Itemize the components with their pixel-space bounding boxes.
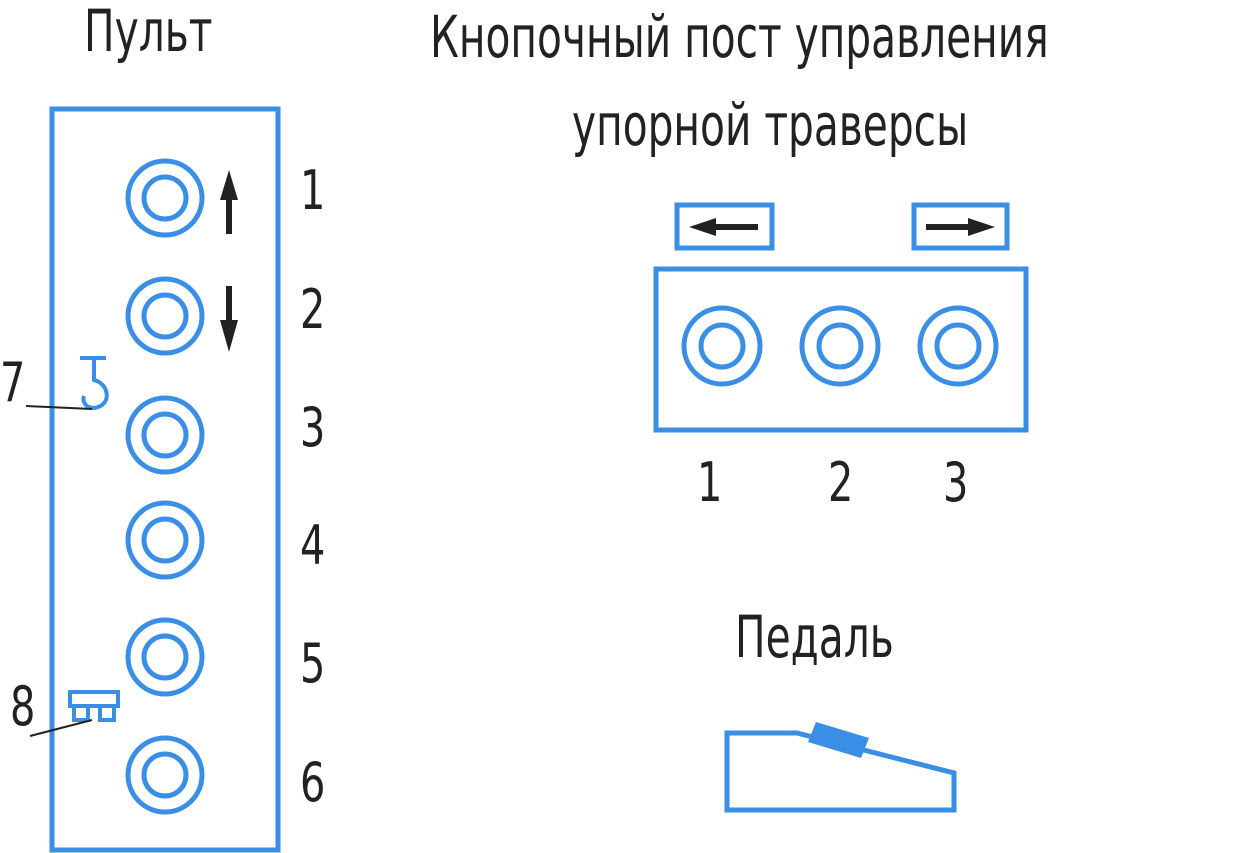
remote-number-2: 2	[300, 278, 326, 341]
remote-title: Пульт	[84, 0, 213, 65]
traverse-button-1[interactable]	[681, 305, 763, 387]
traverse-button-2[interactable]	[799, 305, 881, 387]
arrow-right-icon	[926, 218, 995, 236]
arrow-left-icon	[689, 218, 758, 236]
remote-number-4: 4	[300, 514, 326, 577]
remote-button-1[interactable]	[125, 158, 205, 238]
pedal-icon[interactable]	[724, 722, 957, 813]
traverse-button-3[interactable]	[917, 305, 999, 387]
callout-line-7	[25, 405, 93, 410]
remote-button-4[interactable]	[125, 500, 205, 580]
pedal-title: Педаль	[735, 603, 894, 671]
hook-icon	[80, 356, 109, 411]
remote-panel	[49, 106, 281, 853]
callout-line-8	[29, 719, 93, 737]
traverse-number-3: 3	[943, 451, 969, 514]
callout-7: 7	[0, 351, 26, 414]
remote-button-6[interactable]	[125, 735, 205, 815]
traverse-title-line1: Кнопочный пост управления	[430, 3, 1049, 71]
callout-8: 8	[10, 675, 36, 738]
traverse-number-2: 2	[828, 451, 854, 514]
clamp-icon	[68, 690, 120, 722]
traverse-number-1: 1	[697, 451, 723, 514]
remote-number-5: 5	[300, 632, 326, 695]
remote-number-6: 6	[300, 751, 326, 814]
indicator-right	[911, 202, 1010, 251]
traverse-title-line2: упорной траверсы	[572, 91, 969, 159]
indicator-left	[674, 202, 775, 251]
remote-button-2[interactable]	[125, 276, 205, 356]
arrow-up-icon	[220, 170, 238, 234]
remote-number-3: 3	[300, 396, 326, 459]
remote-button-3[interactable]	[125, 395, 205, 475]
remote-button-5[interactable]	[125, 617, 205, 697]
remote-number-1: 1	[300, 159, 326, 222]
arrow-down-icon	[220, 286, 238, 352]
traverse-panel	[653, 266, 1029, 433]
